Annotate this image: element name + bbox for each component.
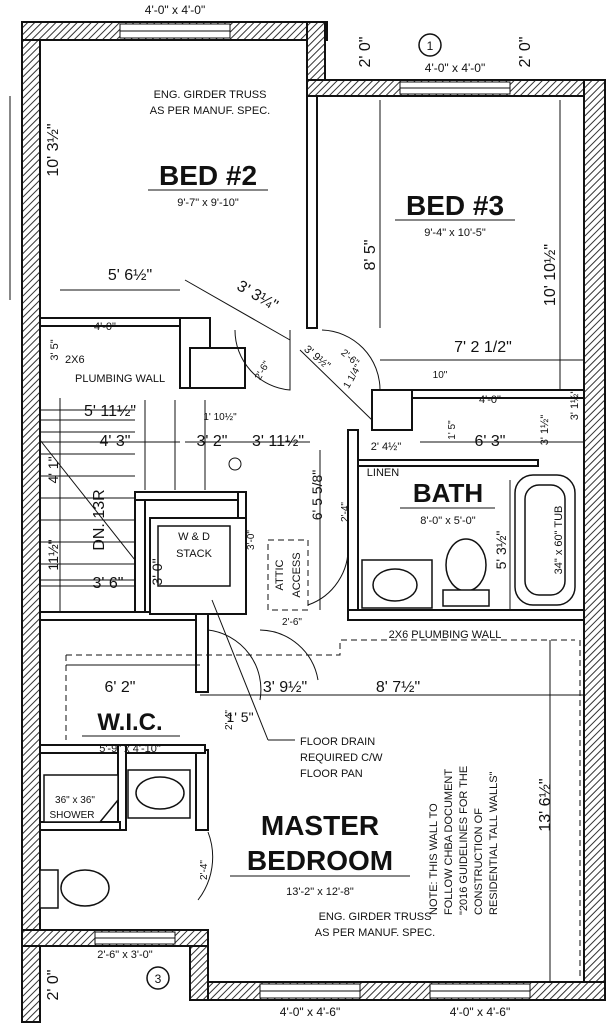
attic-label-2: ACCESS: [291, 552, 303, 597]
door-swings: [197, 329, 381, 901]
linen-label: LINEN: [367, 467, 399, 479]
wd-label-1: W & D: [178, 531, 210, 543]
window-label-bottom-mid: 4'-0" x 4'-6": [280, 1005, 340, 1019]
dimension-lines: [9, 96, 584, 982]
attic-label-1: ATTIC: [274, 559, 286, 590]
wall-note-line-2: FOLLOW CHBA DOCUMENT: [443, 769, 455, 915]
girder-note-top-2: AS PER MANUF. SPEC.: [150, 105, 270, 117]
shower-label-1: 36" x 36": [55, 795, 95, 806]
dim-3-0-b: 3' 0": [149, 558, 165, 585]
room-master-size: 13'-2" x 12'-8": [286, 886, 354, 898]
dim-4-3: 4' 3": [100, 433, 131, 450]
dim-2-4-b: 2'-4": [224, 710, 235, 730]
tub-label: 34" x 60" TUB: [553, 506, 565, 575]
window-label-top-right: 4'-0" x 4'-0": [425, 61, 485, 75]
window-marker-3-label: 3: [155, 972, 162, 986]
dim-2-0-right: 2' 0": [517, 37, 534, 68]
dim-1-5b: 1' 5": [226, 709, 253, 725]
room-bed2-size: 9'-7" x 9'-10": [177, 197, 239, 209]
stair-dn-label: DN. 13R: [91, 489, 108, 550]
fixtures: [39, 457, 576, 909]
wall-note-line-1: NOTE: THIS WALL TO: [428, 803, 440, 915]
dim-3-11-5: 3' 11½": [252, 433, 304, 450]
girder-note-top-1: ENG. GIRDER TRUSS: [154, 89, 267, 101]
floor-drain-note-2: REQUIRED C/W: [300, 752, 383, 764]
dim-5-6-5: 5' 6½": [108, 267, 152, 284]
dim-10: 10": [433, 370, 448, 381]
dim-7-2-5: 7' 2 1/2": [454, 339, 512, 356]
stair-treads: [39, 398, 206, 612]
dim-11-5: 11½": [45, 539, 61, 570]
plumbing-wall-mid-note: 2X6 PLUMBING WALL: [389, 629, 502, 641]
room-wic-name: W.I.C.: [97, 709, 162, 736]
dim-1-10-5: 1' 10½": [203, 412, 237, 423]
dim-2-0-bottom: 2' 0": [45, 970, 62, 1001]
dim-3-1-5b: 3' 1½": [539, 415, 551, 446]
floor-drain-note-3: FLOOR PAN: [300, 768, 363, 780]
wall-note-line-3: "2016 GUIDELINES FOR THE: [458, 766, 470, 915]
window-label-bottom-right: 4'-0" x 4'-6": [450, 1005, 510, 1019]
dim-3-3-25: 3' 3¼": [234, 278, 281, 315]
dim-3-1-5: 3' 1½": [569, 390, 581, 421]
window-label-bottom-left: 2'-6" x 3'-0": [97, 949, 153, 961]
dim-2-6-c: 2'-6": [282, 617, 302, 628]
wall-note-line-4: CONSTRUCTION OF: [473, 808, 485, 915]
dim-5-3-5: 5' 3½": [493, 531, 509, 570]
window-marker-3: 3: [146, 966, 170, 990]
girder-note-bottom-1: ENG. GIRDER TRUSS: [319, 911, 432, 923]
dim-2-4-a: 2'-4": [340, 502, 351, 522]
dim-4-0-b: 4'-0": [479, 394, 501, 406]
dim-3-9-5b: 3' 9½": [263, 679, 307, 696]
dim-10-10-5: 10' 10½": [542, 244, 559, 306]
wall-note: NOTE: THIS WALL TO FOLLOW CHBA DOCUMENT …: [428, 766, 500, 915]
dim-1-5: 1' 5": [447, 420, 458, 440]
dim-3-9-5: 3' 9½": [301, 343, 332, 372]
dim-8-5: 8' 5": [362, 240, 379, 271]
room-bed2-name: BED #2: [159, 160, 257, 191]
dim-5-11-5: 5' 11½": [84, 403, 136, 420]
room-bed3-name: BED #3: [406, 190, 504, 221]
dim-6-2: 6' 2": [105, 679, 136, 696]
dim-3-2: 3' 2": [197, 433, 228, 450]
dim-3-5: 3' 5": [49, 339, 61, 360]
dim-6-3: 6' 3": [475, 433, 506, 450]
window-marker-1-label: 1: [427, 39, 434, 53]
room-wic-size: 5'-9" x 4'-10": [99, 743, 161, 755]
dim-3-6: 3' 6": [93, 575, 124, 592]
girder-note-bottom-2: AS PER MANUF. SPEC.: [315, 927, 435, 939]
shower-label-2: SHOWER: [50, 810, 95, 821]
room-bed3-size: 9'-4" x 10'-5": [424, 227, 486, 239]
room-bath-size: 8'-0" x 5'-0": [420, 515, 476, 527]
window-label-top-left: 4'-0" x 4'-0": [145, 3, 205, 17]
dashed-lines: [65, 639, 581, 980]
plumbing-wall-note-1: 2X6: [65, 354, 85, 366]
dim-13-6-5: 13' 6½": [537, 778, 554, 831]
wd-label-2: STACK: [176, 548, 213, 560]
dim-4-1: 4' 1": [45, 456, 61, 483]
dim-2-4-c: 2'-4": [199, 860, 210, 880]
dim-2-0-left: 2' 0": [357, 37, 374, 68]
interior-walls: [39, 95, 585, 831]
room-master-name-1: MASTER: [261, 810, 379, 841]
dim-10-3-5: 10' 3½": [45, 123, 62, 176]
dim-2-6-a: 2'-6": [253, 359, 273, 382]
dim-8-7-5: 8' 7½": [376, 679, 420, 696]
windows: [94, 23, 531, 999]
dim-6-5-58: 6' 5 5/8": [309, 470, 325, 520]
dim-3-0: 3'-0": [246, 530, 257, 550]
dim-1-25: 1 1/4": [342, 362, 365, 390]
wall-note-line-5: RESIDENTIAL TALL WALLS": [488, 771, 500, 915]
plumbing-wall-note-2: PLUMBING WALL: [75, 373, 165, 385]
window-marker-1: 1: [418, 33, 442, 57]
floor-drain-note-1: FLOOR DRAIN: [300, 736, 375, 748]
room-master-name-2: BEDROOM: [247, 845, 393, 876]
room-bath-name: BATH: [413, 478, 483, 508]
dim-2-4-5: 2' 4½": [371, 441, 402, 453]
dim-4-0-a: 4'-0": [94, 321, 116, 333]
